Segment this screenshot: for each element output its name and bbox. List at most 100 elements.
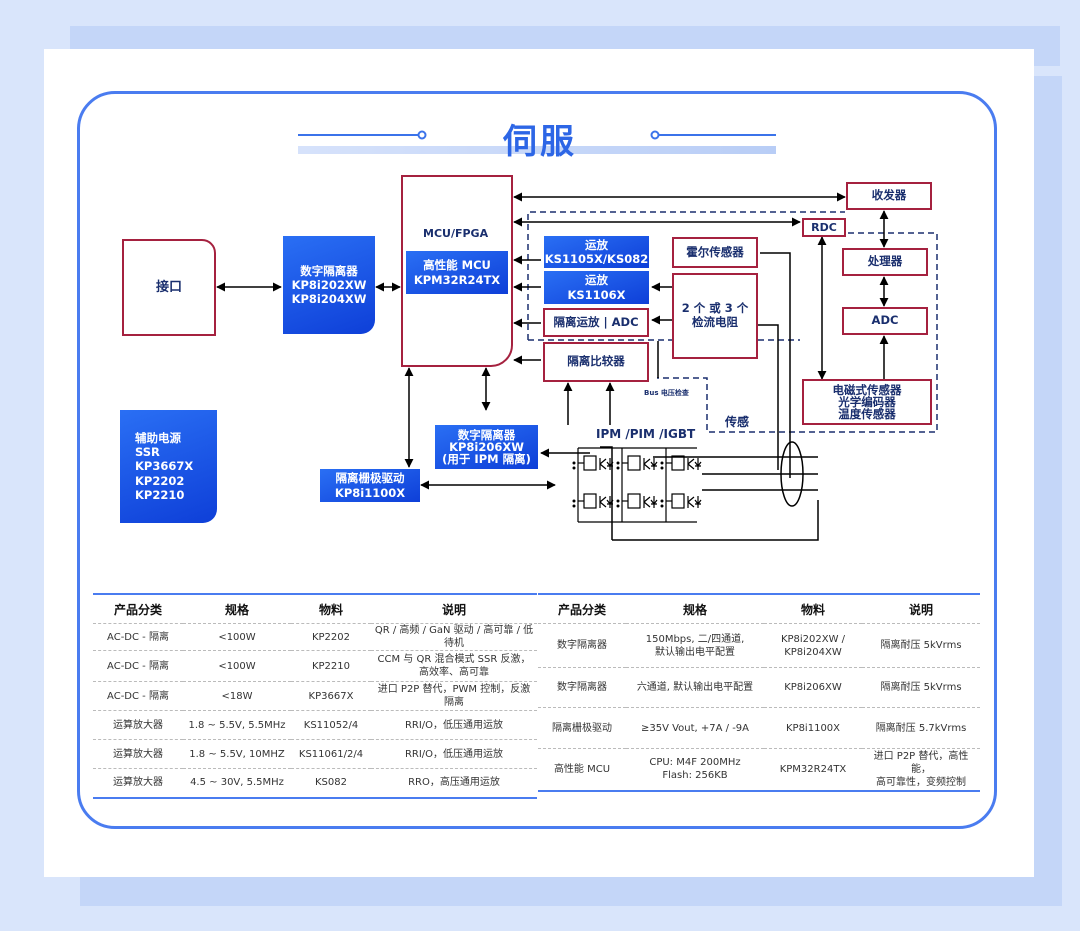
sensor-line1: 电磁式传感器 — [832, 382, 902, 397]
sensor-line2: 光学编码器 — [838, 394, 896, 409]
table-row: 隔离栅极驱动 ≥35V Vout, +7A / -9A KP8i1100X 隔离… — [538, 707, 980, 749]
cell-spec: 150Mbps, 二/四通道, 默认输出电平配置 — [626, 623, 764, 668]
iso2-line2: KP8i206XW — [449, 439, 524, 454]
cell-part: KS11052/4 — [291, 710, 371, 740]
cell-category: 运算放大器 — [93, 710, 183, 740]
digital-isolator-block-1: 数字隔离器 KP8i202XW KP8i204XW — [283, 236, 375, 334]
spec-table-left: 产品分类 规格 物料 说明 AC-DC - 隔离 <100W KP2202 QR… — [93, 593, 537, 799]
opamp-block-1: 运放 KS1105X/KS082 — [544, 236, 649, 268]
opamp1-line1: 运放 — [585, 237, 608, 252]
cell-category: 运算放大器 — [93, 739, 183, 769]
cell-part: KPM32R24TX — [764, 748, 862, 792]
cell-spec: CPU: M4F 200MHz Flash: 256KB — [626, 748, 764, 792]
cell-spec: <100W — [183, 650, 291, 682]
cell-spec: 4.5 ~ 30V, 5.5MHz — [183, 768, 291, 799]
cell-part: KP2202 — [291, 623, 371, 651]
cell-desc: QR / 高频 / GaN 驱动 / 高可靠 / 低待机 — [371, 623, 537, 651]
aux-power-block: 辅助电源 SSR KP3667X KP2202 KP2210 — [120, 410, 217, 523]
mcu-inner-line2: KPM32R24TX — [413, 272, 501, 287]
table-row: 运算放大器 4.5 ~ 30V, 5.5MHz KS082 RRO，高压通用运放 — [93, 768, 537, 799]
table-row: 高性能 MCU CPU: M4F 200MHz Flash: 256KB KPM… — [538, 748, 980, 792]
opamp-block-2: 运放 KS1106X — [544, 271, 649, 304]
transceiver-block: 收发器 — [846, 182, 932, 210]
shunt-line1: 2 个 或 3 个 — [681, 301, 749, 316]
cell-desc: 隔离耐压 5kVrms — [862, 667, 980, 708]
page-title: 伺服 — [503, 122, 577, 162]
cell-category: 运算放大器 — [93, 768, 183, 799]
shunt-line2: 检流电阻 — [692, 315, 738, 329]
opamp1-line2: KS1105X/KS082 — [544, 252, 649, 266]
table-row: 数字隔离器 六通道, 默认输出电平配置 KP8i206XW 隔离耐压 5kVrm… — [538, 667, 980, 708]
mcu-inner-block: 高性能 MCU KPM32R24TX — [406, 251, 508, 294]
cell-category: AC-DC - 隔离 — [93, 681, 183, 711]
opamp2-line2: KS1106X — [567, 287, 626, 302]
adc-block: ADC — [842, 307, 928, 335]
cell-part: KP8i206XW — [764, 667, 862, 708]
th-left-spec: 规格 — [183, 593, 291, 624]
gate-driver-line1: 隔离栅极驱动 — [335, 471, 405, 486]
table-right-body: 数字隔离器 150Mbps, 二/四通道, 默认输出电平配置 KP8i202XW… — [538, 623, 980, 792]
table-row: AC-DC - 隔离 <18W KP3667X 进口 P2P 替代，PWM 控制… — [93, 681, 537, 711]
aux-line4: KP2202 — [135, 473, 185, 488]
processor-block: 处理器 — [842, 248, 928, 276]
cell-category: 数字隔离器 — [538, 667, 626, 708]
iso1-line2: KP8i202XW — [291, 277, 367, 292]
gate-driver-block: 隔离栅极驱动 KP8i1100X — [320, 469, 420, 502]
cell-category: 高性能 MCU — [538, 748, 626, 792]
iso2-line3: (用于 IPM 隔离) — [442, 452, 531, 467]
cell-desc: RRI/O，低压通用运放 — [371, 710, 537, 740]
iso1-line1: 数字隔离器 — [300, 263, 358, 278]
th-right-category: 产品分类 — [538, 593, 626, 624]
iso1-line3: KP8i204XW — [291, 292, 367, 306]
mcu-inner-line1: 高性能 MCU — [423, 258, 491, 273]
cell-part: KS082 — [291, 768, 371, 799]
rdc-label: RDC — [811, 220, 837, 234]
iso-comparator-label: 隔离比较器 — [567, 354, 625, 369]
cell-desc: RRO，高压通用运放 — [371, 768, 537, 799]
processor-label: 处理器 — [867, 254, 903, 269]
sensors-block: 电磁式传感器 光学编码器 温度传感器 — [802, 379, 932, 425]
cell-category: AC-DC - 隔离 — [93, 650, 183, 682]
cell-category: AC-DC - 隔离 — [93, 623, 183, 651]
cell-category: 数字隔离器 — [538, 623, 626, 668]
cell-spec: ≥35V Vout, +7A / -9A — [626, 707, 764, 749]
isolated-comparator-block: 隔离比较器 — [543, 342, 649, 382]
table-row: AC-DC - 隔离 <100W KP2210 CCM 与 QR 混合模式 SS… — [93, 650, 537, 682]
mcu-fpga-label: MCU/FPGA — [423, 227, 489, 240]
th-left-category: 产品分类 — [93, 593, 183, 624]
cell-spec: 1.8 ~ 5.5V, 5.5MHz — [183, 710, 291, 740]
aux-line5: KP2210 — [135, 487, 185, 502]
cell-part: KP2210 — [291, 650, 371, 682]
cell-part: KS11061/2/4 — [291, 739, 371, 769]
table-row: 数字隔离器 150Mbps, 二/四通道, 默认输出电平配置 KP8i202XW… — [538, 623, 980, 668]
cell-part: KP8i202XW / KP8i204XW — [764, 623, 862, 668]
aux-line2: SSR — [135, 445, 160, 460]
cell-part: KP3667X — [291, 681, 371, 711]
digital-isolator-block-2: 数字隔离器 KP8i206XW (用于 IPM 隔离) — [435, 425, 538, 469]
hall-sensor-block: 霍尔传感器 — [672, 237, 758, 268]
cell-spec: 1.8 ~ 5.5V, 10MHZ — [183, 739, 291, 769]
sensing-label: 传感 — [725, 415, 750, 429]
interface-block: 接口 — [122, 239, 216, 336]
cell-desc: CCM 与 QR 混合模式 SSR 反激， 高效率、高可靠 — [371, 650, 537, 682]
cell-desc: RRI/O，低压通用运放 — [371, 739, 537, 769]
igbt-bridge-icon — [572, 447, 702, 523]
cell-desc: 隔离耐压 5.7kVrms — [862, 707, 980, 749]
table-row: 运算放大器 1.8 ~ 5.5V, 10MHZ KS11061/2/4 RRI/… — [93, 739, 537, 769]
th-right-desc: 说明 — [862, 593, 980, 624]
iso2-line1: 数字隔离器 — [457, 427, 516, 442]
cell-desc: 隔离耐压 5kVrms — [862, 623, 980, 668]
adc-label: ADC — [871, 313, 899, 328]
cell-spec: <100W — [183, 623, 291, 651]
isolated-opamp-adc-block: 隔离运放 | ADC — [543, 308, 649, 337]
transceiver-label: 收发器 — [871, 188, 907, 203]
aux-line3: KP3667X — [135, 459, 194, 474]
gate-driver-line2: KP8i1100X — [334, 485, 406, 500]
th-right-part: 物料 — [764, 593, 862, 624]
cell-part: KP8i1100X — [764, 707, 862, 749]
aux-line1: 辅助电源 — [135, 431, 181, 446]
table-left-body: AC-DC - 隔离 <100W KP2202 QR / 高频 / GaN 驱动… — [93, 623, 537, 799]
hall-sensor-label: 霍尔传感器 — [686, 244, 744, 259]
opamp2-line1: 运放 — [585, 273, 608, 288]
